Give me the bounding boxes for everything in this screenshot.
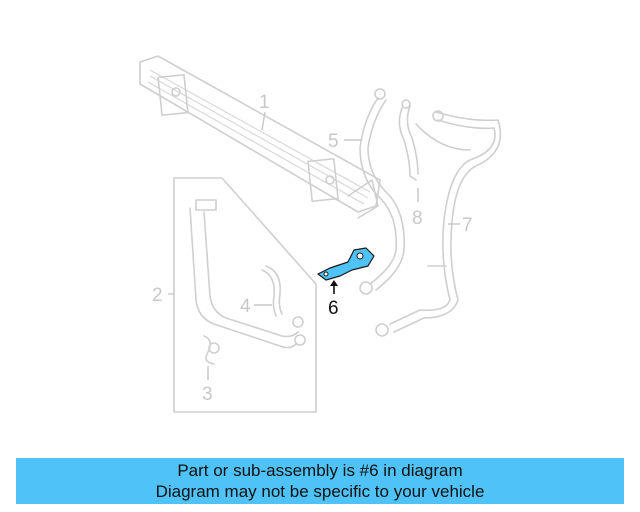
callout-2: 2 [152, 285, 163, 306]
banner-line-2: Diagram may not be specific to your vehi… [155, 482, 485, 501]
parts-diagram: 1 2 3 4 5 6 [139, 55, 502, 413]
callout-8: 8 [412, 208, 423, 229]
info-banner: Part or sub-assembly is #6 in diagram Di… [16, 458, 624, 504]
callout-3: 3 [202, 384, 213, 405]
clamp-part-3[interactable] [203, 335, 220, 365]
callout-4: 4 [240, 296, 251, 317]
hose-part-4[interactable] [261, 265, 283, 317]
return-line-part-7[interactable] [375, 110, 502, 337]
leader-line-1 [261, 111, 266, 131]
hose-kit-part-2[interactable] [173, 177, 317, 413]
fitting-line-part-8[interactable] [398, 99, 471, 181]
leader-arrow-6 [330, 280, 338, 286]
bracket-part-6[interactable] [317, 247, 375, 281]
callout-1: 1 [259, 92, 270, 113]
callout-5: 5 [328, 131, 339, 152]
callout-7: 7 [462, 215, 473, 236]
callout-6: 6 [328, 298, 339, 319]
cooler-line-part-5[interactable] [359, 88, 406, 295]
oil-cooler-part-1[interactable] [139, 55, 381, 219]
banner-line-1: Part or sub-assembly is #6 in diagram [177, 461, 463, 480]
